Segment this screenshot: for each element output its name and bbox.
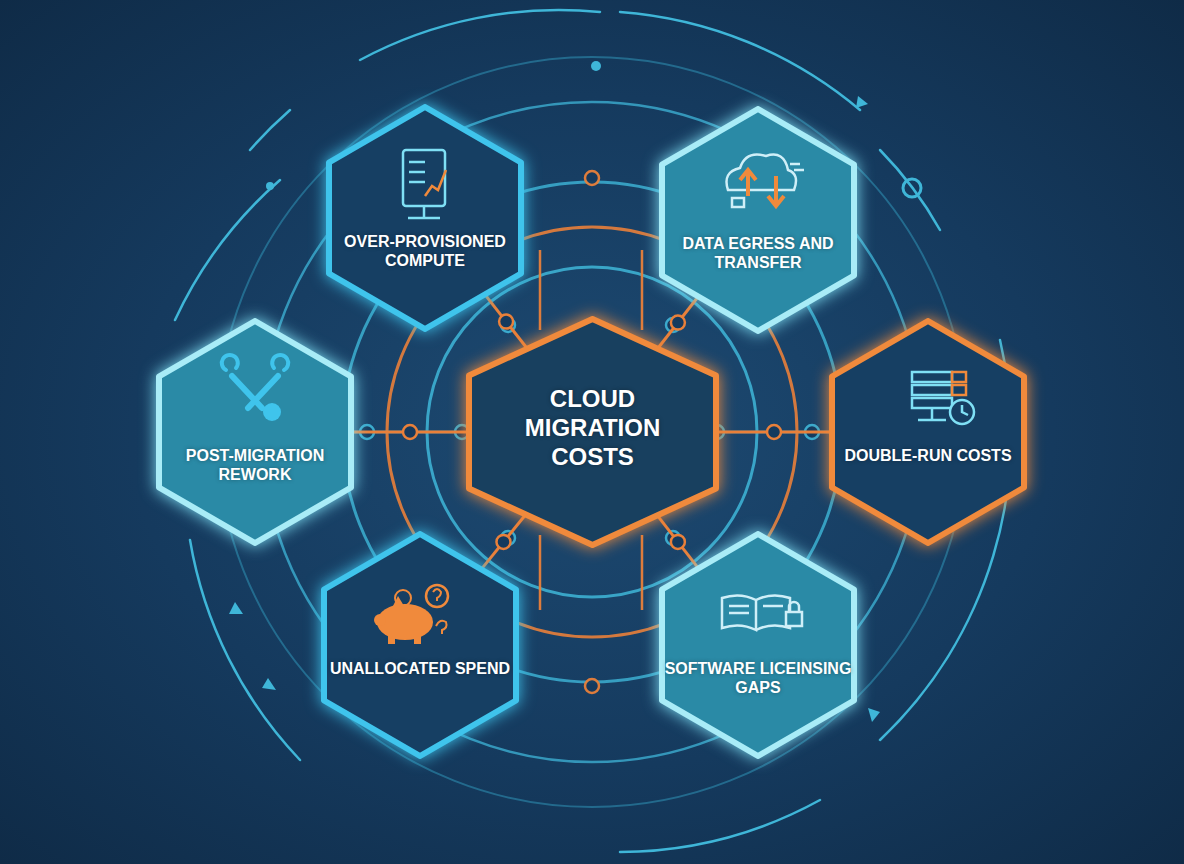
hexagon-shape [832, 321, 1024, 543]
hexagon-shape [329, 107, 521, 329]
connector-stroke [481, 514, 525, 569]
connector-line [351, 425, 469, 439]
connector-stroke [657, 515, 698, 568]
cloud-transfer-icon [727, 155, 805, 208]
connector-node-dot [671, 535, 685, 549]
hexagon-shape [662, 109, 854, 331]
connector-node-dot [496, 535, 510, 549]
book-lock-icon [722, 595, 802, 630]
hexagon-outline [155, 317, 355, 547]
node-label: OVER-PROVISIONED COMPUTE [331, 232, 519, 270]
center-hexagon: CLOUD MIGRATION COSTS [465, 315, 720, 549]
node-label: DATA EGRESS AND TRANSFER [664, 234, 852, 272]
connector-line [716, 425, 832, 439]
hexagon-shape [662, 534, 854, 756]
connector-line [658, 296, 699, 348]
server-clock-icon [912, 372, 974, 424]
node-label: UNALLOCATED SPEND [326, 659, 514, 678]
cost-hexagon: SOFTWARE LICEINSING GAPS [658, 530, 858, 760]
connector-line [485, 294, 528, 348]
hexagon-outline [658, 105, 858, 335]
cost-hexagon: UNALLOCATED SPEND [320, 530, 520, 760]
hexagon-outline [325, 103, 525, 333]
cost-hexagon: DOUBLE-RUN COSTS [828, 317, 1028, 547]
hexagon-shape [159, 321, 351, 543]
hexagon-outline [320, 530, 520, 760]
cost-hexagon: POST-MIGRATION REWORK [155, 317, 355, 547]
cost-hexagon: DATA EGRESS AND TRANSFER [658, 105, 858, 335]
piggy-bank-icon [374, 585, 448, 644]
connector-line [481, 514, 525, 569]
connector-line [657, 515, 698, 568]
wrench-icon [222, 355, 288, 421]
connector-stroke [658, 296, 699, 348]
connector-node-dot [499, 315, 513, 329]
connector-node-dot [767, 425, 781, 439]
hexagon-shape [469, 319, 716, 545]
node-label: SOFTWARE LICEINSING GAPS [664, 659, 852, 697]
server-chart-icon [403, 150, 446, 218]
connector-node-dot [671, 316, 685, 330]
cost-hexagon: OVER-PROVISIONED COMPUTE [325, 103, 525, 333]
node-label: POST-MIGRATION REWORK [161, 446, 349, 484]
hexagon-outline [658, 530, 858, 760]
node-label: DOUBLE-RUN COSTS [834, 446, 1022, 465]
connector-node-dot [403, 425, 417, 439]
hexagon-shape [324, 534, 516, 756]
connector-stroke [485, 294, 528, 348]
center-title: CLOUD MIGRATION COSTS [505, 385, 680, 471]
hexagon-outline [828, 317, 1028, 547]
